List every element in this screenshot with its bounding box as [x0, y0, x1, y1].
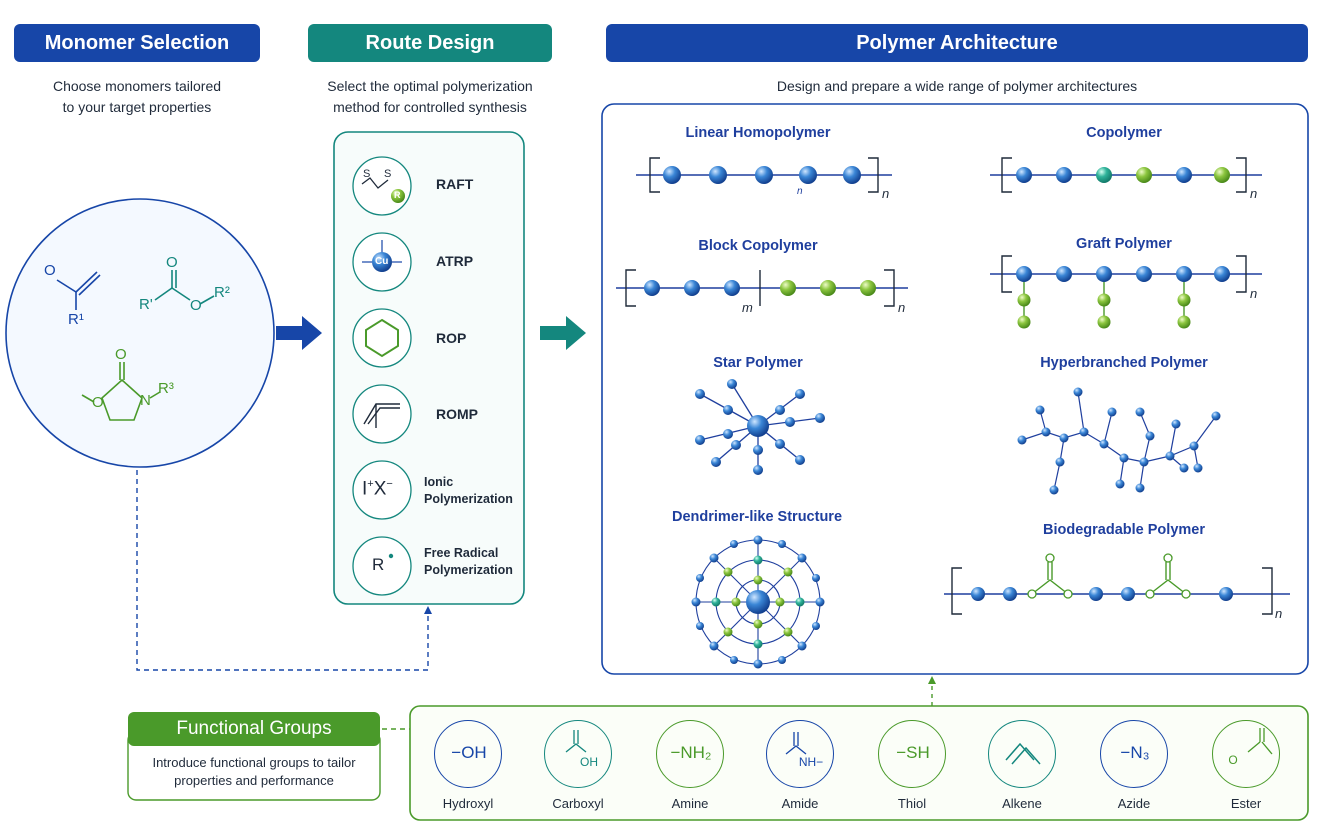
thiol-label: Thiol [897, 796, 927, 811]
method-free-radical[interactable]: Free Radical Polymerization [424, 546, 513, 577]
azide-label: Azide [1117, 796, 1151, 811]
ring-o-label: O [115, 346, 127, 363]
ring-r3-label: R³ [158, 380, 174, 397]
graft-n-subscript: n [1250, 286, 1258, 301]
ester-group[interactable]: O [1212, 720, 1280, 788]
raft-r-icon-text: R [394, 190, 401, 200]
monomer-selection-title: Monomer Selection [14, 24, 260, 62]
acrylate-o2-label: O [190, 297, 202, 314]
acrylate-r-label: R' [139, 296, 153, 313]
carboxyl-group[interactable]: OH [544, 720, 612, 788]
route-design-title: Route Design [308, 24, 552, 62]
arrow-to-route [276, 316, 322, 350]
label-linear-homopolymer: Linear Homopolymer [685, 125, 831, 141]
method-rop[interactable]: ROP [436, 330, 467, 346]
acrylate-r2-label: R² [214, 284, 230, 301]
hydroxyl-group[interactable]: −OH [434, 720, 502, 788]
dendrimer-beads [691, 535, 825, 669]
monomer-circle [5, 198, 275, 468]
amide-label: Amide [781, 796, 819, 811]
block-m-subscript: m [742, 300, 753, 315]
acrylate-o-label: O [166, 254, 178, 271]
label-graft-polymer: Graft Polymer [1076, 236, 1172, 252]
functional-desc: Introduce functional groups to tailor pr… [152, 755, 356, 788]
monomer-subtitle: Choose monomers tailored to your target … [52, 78, 222, 115]
amide-group[interactable]: NH− [766, 720, 834, 788]
thiol-group[interactable]: −SH [878, 720, 946, 788]
block-n-subscript: n [898, 300, 906, 315]
atrp-cu-icon-text: Cu [375, 256, 389, 267]
block-copolymer-diagram [616, 269, 908, 307]
acrylate-monomer [154, 270, 215, 305]
label-star-polymer: Star Polymer [713, 355, 803, 371]
alkene-label: Alkene [1002, 796, 1042, 811]
hyperbranched-polymer-diagram [1017, 387, 1221, 495]
label-biodegradable-polymer: Biodegradable Polymer [1043, 522, 1205, 538]
copolymer-n-subscript: n [1250, 186, 1258, 201]
alkene-group[interactable] [988, 720, 1056, 788]
ionic-icon-text: I+X− [362, 478, 393, 500]
amine-group[interactable]: −NH₂ [656, 720, 724, 788]
vinyl-o-label: O [44, 262, 56, 279]
route-subtitle: Select the optimal polymerization method… [327, 78, 533, 115]
ring-n-label: N [140, 392, 151, 409]
oxazolidinone-monomer [81, 362, 161, 421]
vinyl-monomer [56, 271, 101, 310]
ring-o2-label: O [92, 394, 104, 411]
polymer-architecture-title: Polymer Architecture [606, 24, 1308, 62]
radical-r-icon-text: R [372, 555, 385, 574]
raft-s2-icon-text: S [384, 168, 392, 180]
method-romp[interactable]: ROMP [436, 406, 478, 422]
method-ionic[interactable]: Ionic Polymerization [424, 475, 513, 506]
method-raft[interactable]: RAFT [436, 176, 474, 192]
architecture-subtitle: Design and prepare a wide range of polym… [776, 78, 1138, 94]
linear-n-inner: n [797, 186, 803, 197]
star-polymer-diagram [695, 379, 825, 475]
label-hyperbranched-polymer: Hyperbranched Polymer [1040, 355, 1208, 371]
azide-group[interactable]: −N₃ [1100, 720, 1168, 788]
copolymer-diagram [990, 157, 1262, 193]
dashed-link-monomer-route [136, 470, 429, 671]
linear-homopolymer-diagram [636, 157, 892, 193]
raft-s-icon-text: S [363, 168, 371, 180]
biodegradable-n-subscript: n [1275, 606, 1283, 621]
label-block-copolymer: Block Copolymer [698, 238, 818, 254]
carboxyl-label: Carboxyl [552, 796, 604, 811]
amine-label: Amine [671, 796, 709, 811]
linear-n-subscript: n [882, 186, 890, 201]
functional-groups-title: Functional Groups [128, 712, 380, 746]
graft-polymer-diagram [990, 255, 1262, 329]
arrow-to-architecture [540, 316, 586, 350]
vinyl-r1-label: R¹ [68, 311, 84, 328]
functional-groups-box [409, 705, 1309, 821]
hydroxyl-label: Hydroxyl [442, 796, 494, 811]
biodegradable-polymer-diagram [944, 553, 1290, 615]
architecture-box [601, 103, 1309, 675]
label-copolymer: Copolymer [1086, 125, 1162, 141]
label-dendrimer: Dendrimer-like Structure [671, 509, 843, 525]
ester-label: Ester [1230, 796, 1262, 811]
method-atrp[interactable]: ATRP [436, 253, 474, 269]
